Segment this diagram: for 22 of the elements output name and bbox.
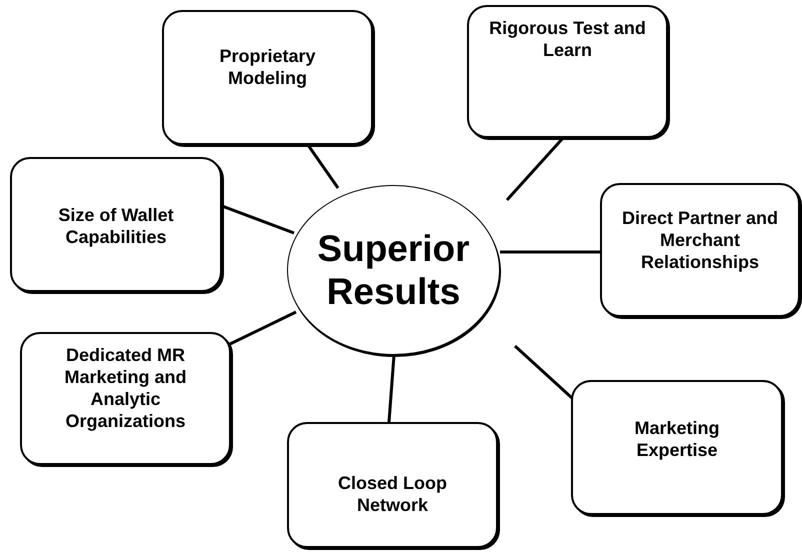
connector-line bbox=[500, 250, 600, 254]
connector-line bbox=[306, 144, 340, 189]
connector-line bbox=[229, 310, 297, 346]
rounded-box bbox=[467, 5, 668, 138]
rounded-box bbox=[287, 422, 498, 548]
rounded-box bbox=[162, 10, 373, 145]
central-title: Superior Results bbox=[316, 227, 471, 313]
box-label: Proprietary Modeling bbox=[218, 45, 317, 89]
box-label: Size of Wallet Capabilities bbox=[57, 204, 175, 248]
connector-line bbox=[506, 137, 564, 201]
connector-line bbox=[388, 354, 396, 422]
box-label: Direct Partner and Merchant Relationships bbox=[620, 207, 780, 273]
connector-line bbox=[514, 344, 574, 400]
box-label: Rigorous Test and Learn bbox=[488, 17, 647, 61]
rounded-box bbox=[20, 332, 231, 465]
connector-line bbox=[221, 204, 295, 234]
rounded-box bbox=[10, 157, 222, 292]
box-label: Marketing Expertise bbox=[633, 417, 721, 461]
box-label: Closed Loop Network bbox=[337, 472, 448, 516]
rounded-box bbox=[571, 380, 783, 515]
box-label: Dedicated MR Marketing and Analytic Organizations bbox=[63, 344, 188, 432]
rounded-box bbox=[600, 183, 800, 317]
